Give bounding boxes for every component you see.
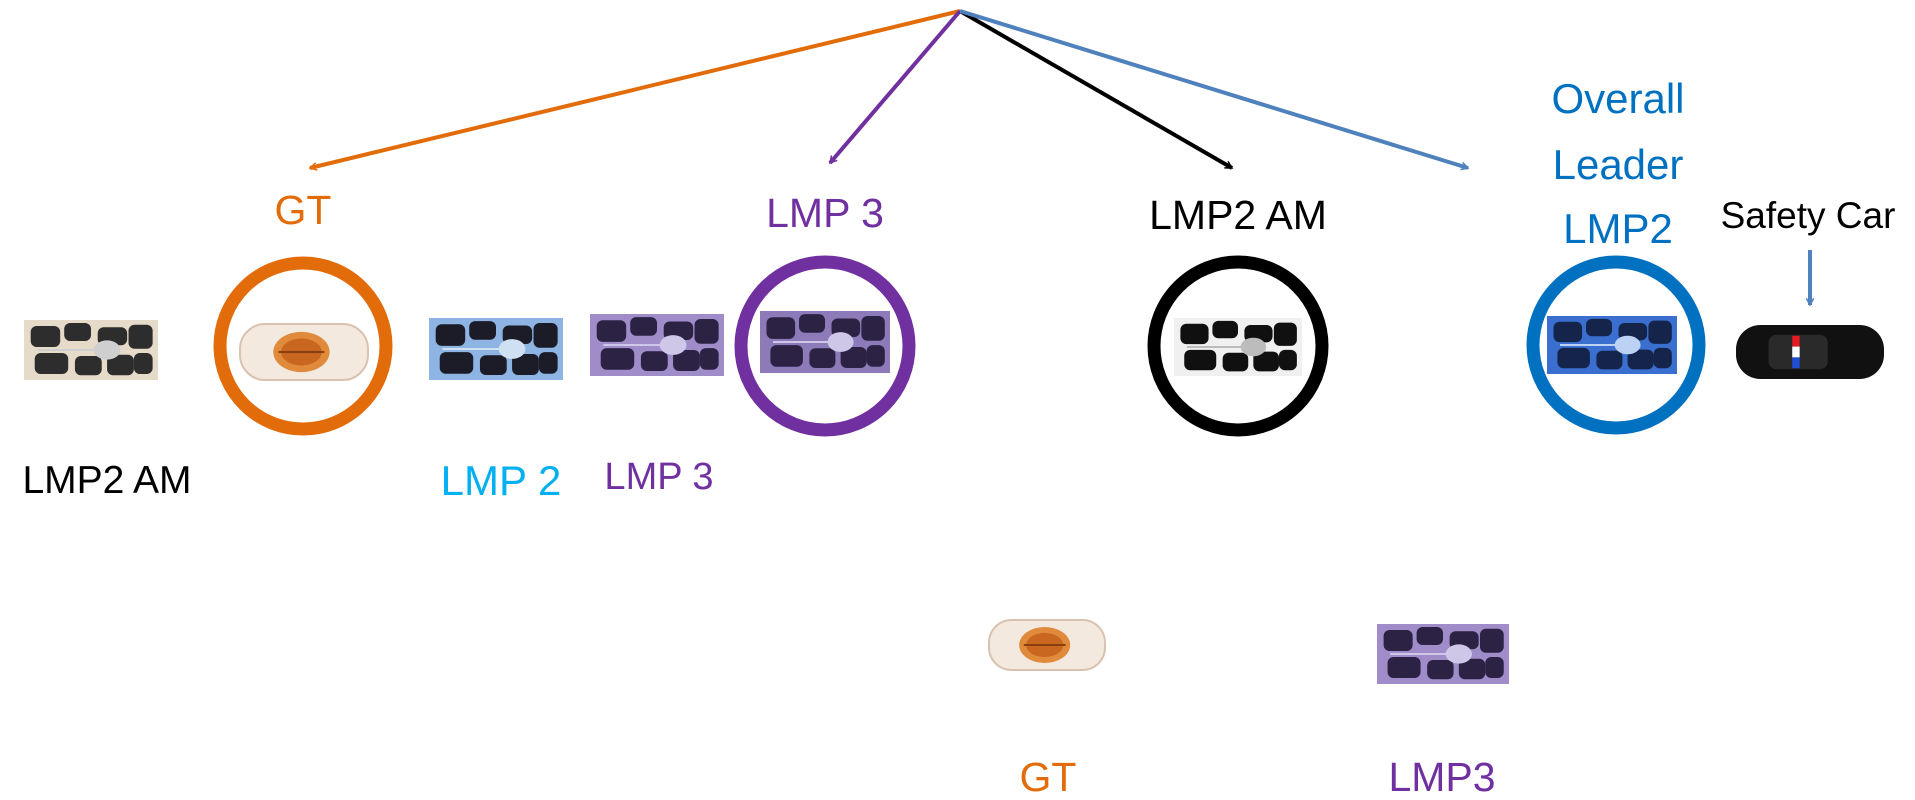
safety-car-icon <box>1736 325 1884 379</box>
lower-label-gt: GT <box>1019 754 1077 800</box>
header-lmp2-am: LMP2 AM <box>1149 192 1327 238</box>
prototype-car-icon-lmp3-lower <box>1377 624 1509 684</box>
header-overall-leader-line2: Leader <box>1552 141 1684 188</box>
header-overall-leader-line1: Overall <box>1551 75 1685 122</box>
car-label-lmp2: LMP 2 <box>440 457 562 504</box>
highlight-circle-gt <box>213 256 393 436</box>
prototype-car-icon-lmp3 <box>590 314 724 376</box>
gt-car-icon-lower <box>988 619 1106 671</box>
prototype-car-icon-lmp3-highlighted <box>760 311 890 373</box>
gt-car-icon-highlighted <box>239 323 369 381</box>
car-label-lmp3: LMP 3 <box>604 456 714 498</box>
prototype-car-icon-lmp2-am-left <box>24 320 158 380</box>
arrow-to-lmp3 <box>828 9 962 165</box>
header-gt: GT <box>274 187 332 233</box>
arrow-to-gt <box>310 9 961 168</box>
highlight-circle-lmp2-am <box>1147 255 1329 437</box>
header-overall-leader-line3: LMP2 <box>1563 205 1673 252</box>
arrow-to-overall-leader <box>959 9 1468 168</box>
prototype-car-icon-lmp2-am-highlighted <box>1174 318 1302 376</box>
header-safety-car: Safety Car <box>1720 195 1896 236</box>
highlight-circle-overall-leader <box>1526 255 1706 435</box>
header-lmp3: LMP 3 <box>766 190 884 236</box>
arrow-to-lmp2-am <box>959 9 1232 170</box>
lower-label-lmp3: LMP3 <box>1388 754 1496 800</box>
car-label-lmp2-am: LMP2 AM <box>22 459 192 502</box>
highlight-circle-lmp3 <box>734 255 916 437</box>
prototype-car-icon-overall-leader <box>1547 316 1677 374</box>
prototype-car-icon-lmp2 <box>429 318 563 380</box>
